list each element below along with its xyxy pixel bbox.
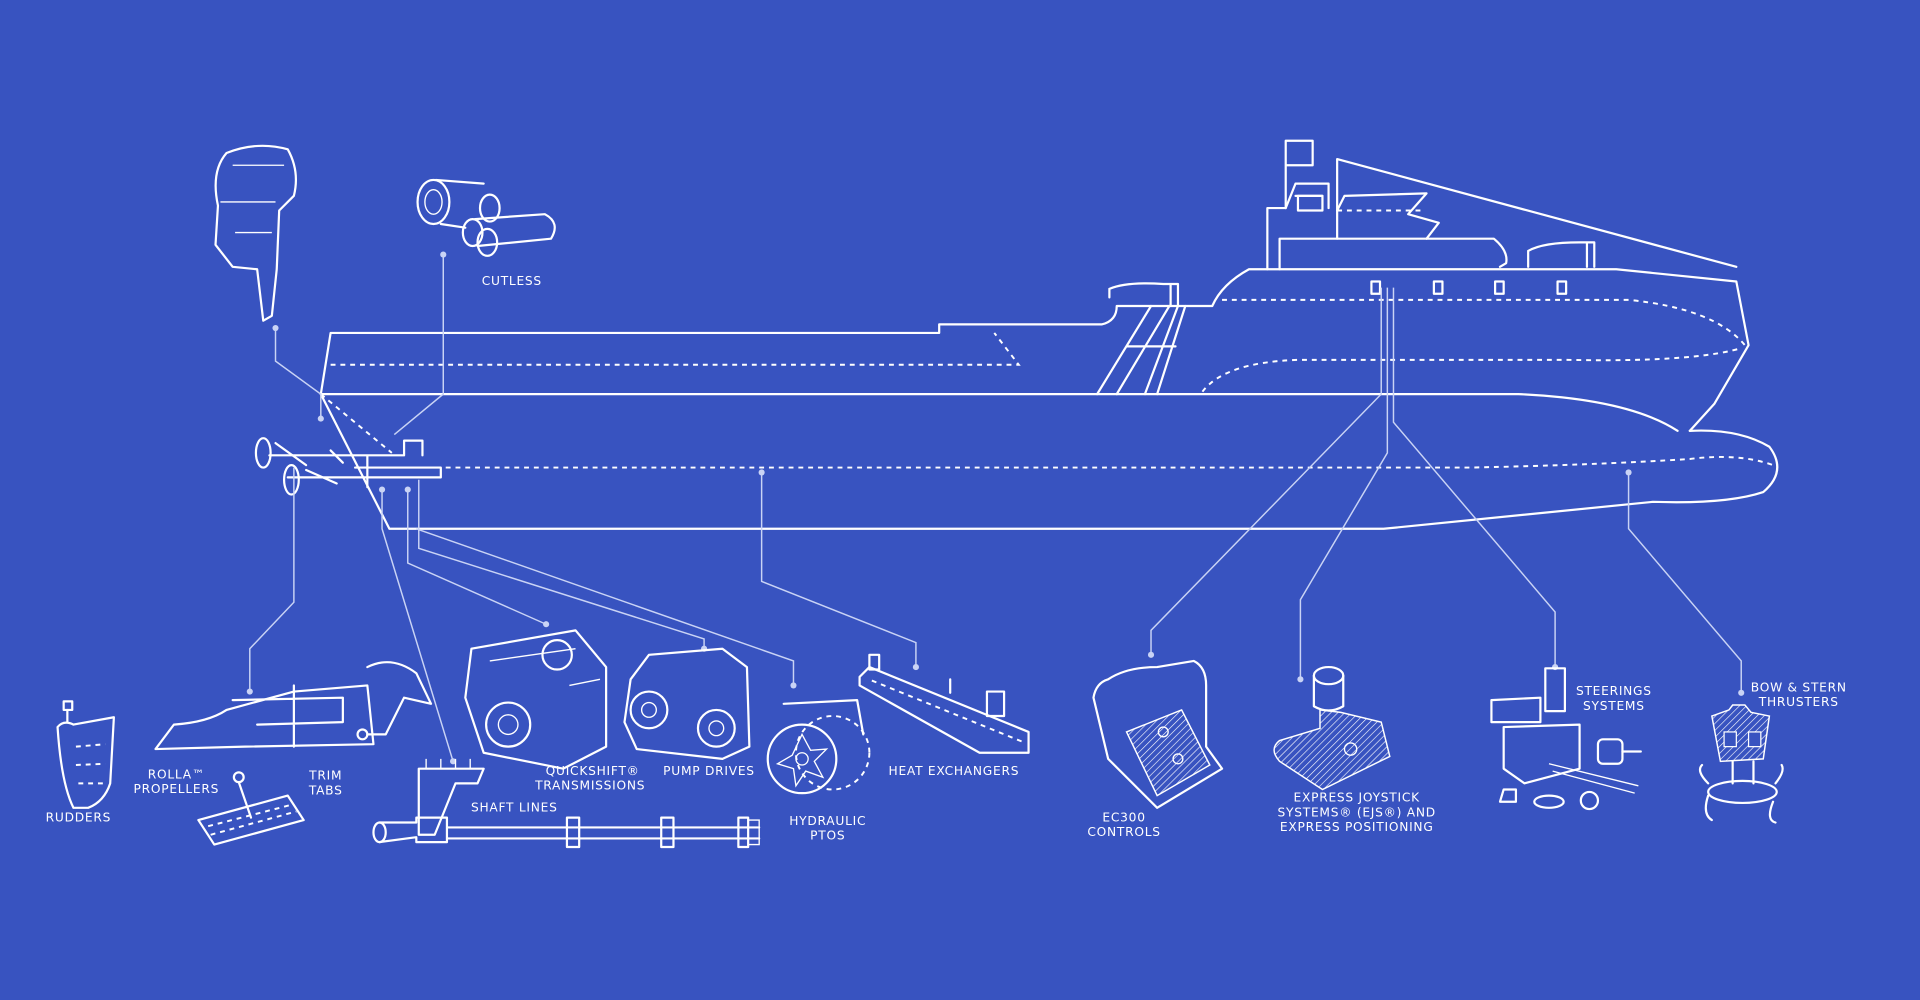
shaft-line-illustration: [372, 758, 761, 849]
trim-tab-control-illustration: [197, 771, 305, 846]
hydraulic-pto-illustration: [766, 699, 871, 795]
label-shaft-lines: SHAFT LINES: [471, 801, 558, 815]
heat-exchanger-illustration: [858, 653, 1030, 754]
ship-hull: [319, 268, 1779, 530]
rudder-illustration: [56, 700, 115, 809]
leader-lines: [246, 251, 1745, 765]
label-rudders: RUDDERS: [46, 810, 111, 824]
express-joystick-illustration: [1273, 665, 1391, 791]
bow-stern-thruster-illustration: [1698, 704, 1784, 824]
stern-propeller-assembly: [254, 437, 442, 496]
label-quickshift-transmissions: QUICKSHIFT®TRANSMISSIONS: [534, 764, 645, 793]
quickshift-transmission-illustration: [464, 629, 608, 770]
label-heat-exchangers: HEAT EXCHANGERS: [889, 764, 1020, 778]
cutless-bearing-illustration: [416, 178, 556, 257]
label-cutless: CUTLESS: [482, 274, 542, 288]
ec300-control-illustration: [1092, 659, 1224, 809]
label-pump-drives: PUMP DRIVES: [663, 764, 755, 778]
rolla-propeller-trimtab-illustration: [154, 661, 433, 751]
ship-superstructure: [1266, 139, 1738, 295]
steering-system-illustration: [1490, 667, 1642, 811]
pump-drive-illustration: [623, 647, 751, 760]
outboard-engine-illustration: [214, 144, 297, 322]
